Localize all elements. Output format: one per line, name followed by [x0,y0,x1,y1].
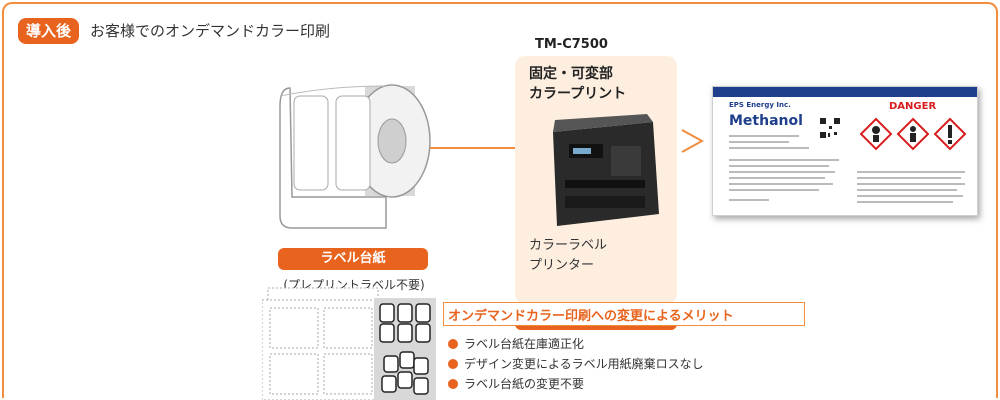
output-arrow [681,129,704,153]
benefits-list: ラベル台紙在庫適正化 デザイン変更によるラベル用紙廃棄ロスなし ラベル台紙の変更… [448,334,704,394]
benefits-title: オンデマンドカラー印刷への変更によるメリット [448,309,734,324]
benefit-item: ラベル台紙在庫適正化 [448,334,704,354]
benefits-title-box [443,302,805,326]
hazard-pictograms [859,117,967,151]
bullet-dot-icon [448,359,458,369]
label-stock-label: ラベル台紙 [278,248,428,270]
label-header-bar [713,87,977,97]
print-type-title: 固定・可変部 カラープリント [529,66,627,102]
label-roll-stack-icon [374,298,436,400]
qr-code [819,117,841,139]
label-text-lines [729,135,965,203]
bullet-dot-icon [448,379,458,389]
label-roll [279,84,431,229]
label-brand: EPS Energy Inc. [729,101,791,109]
sample-printed-label: EPS Energy Inc. Methanol DANGER [712,86,978,216]
printer-image [553,114,659,226]
section-title: お客様でのオンデマンドカラー印刷 [90,22,331,40]
bullet-dot-icon [448,339,458,349]
label-danger-text: DANGER [889,101,937,112]
after-introduction-tag: 導入後 [18,18,80,44]
flow-arrow [430,147,525,149]
printer-caption: カラーラベル プリンター [529,238,608,273]
benefit-item: ラベル台紙の変更不要 [448,374,704,394]
label-product-name: Methanol [729,113,803,129]
printer-panel: 固定・可変部 カラープリント カラーラベル プリンター [515,56,677,304]
printer-model: TM-C7500 [535,37,608,52]
benefit-item: デザイン変更によるラベル用紙廃棄ロスなし [448,354,704,374]
